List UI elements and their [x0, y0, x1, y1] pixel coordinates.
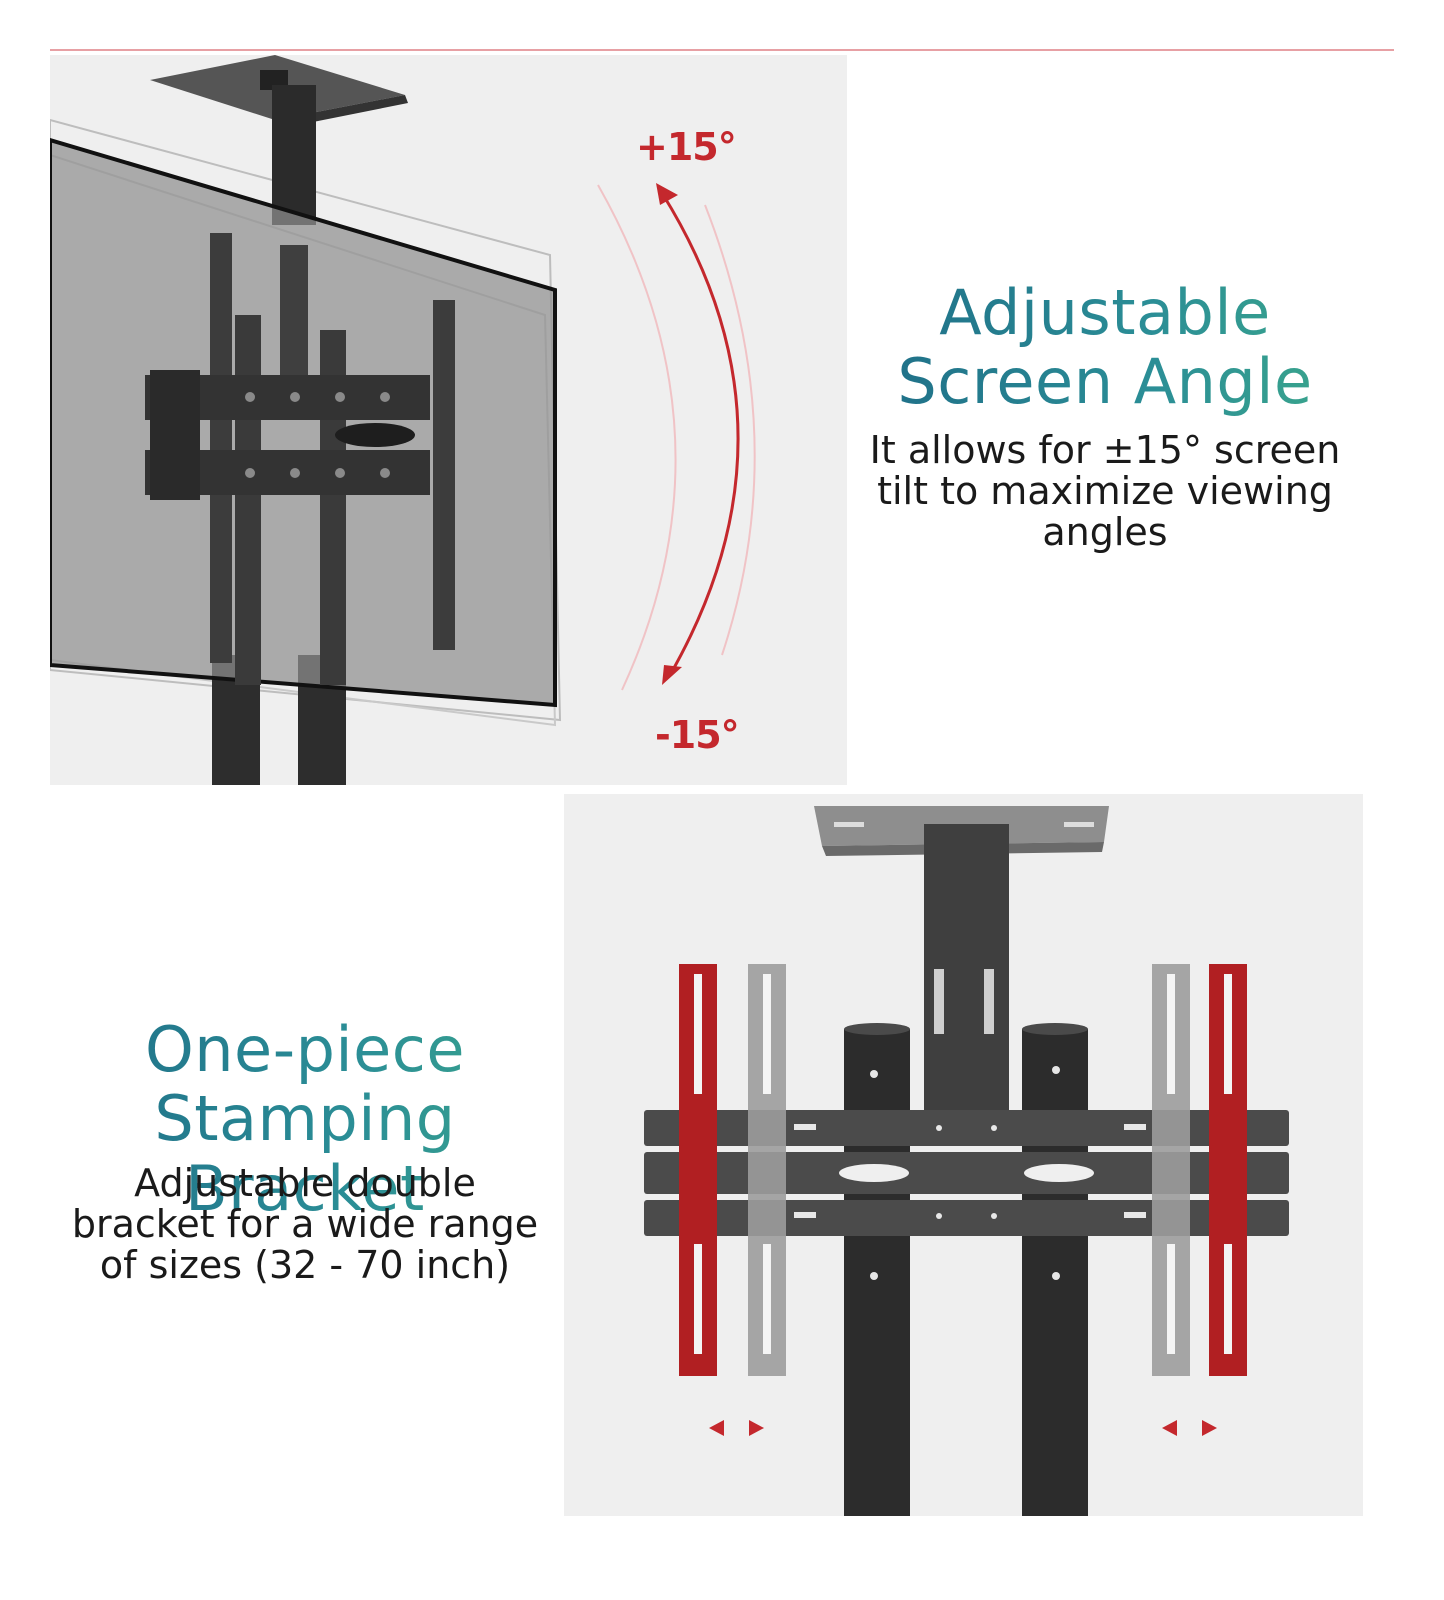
- faint-arc-right: [704, 204, 756, 656]
- bracket-lower-bar: [644, 1200, 1289, 1236]
- bracket-drawing: [644, 806, 1289, 1516]
- tilt-arc: [660, 192, 740, 676]
- left-arm: [210, 233, 232, 663]
- desc-line-2: tilt to maximize viewing: [877, 469, 1333, 514]
- tilt-down-label: -15°: [655, 713, 740, 757]
- tilt-arrow-down-icon: [662, 665, 682, 685]
- desc-line-1: It allows for ±15° screen: [869, 428, 1341, 472]
- desc-line-3: angles: [1042, 510, 1168, 555]
- top-divider-line: [50, 49, 1394, 51]
- heading-line-2: Screen Angle: [897, 345, 1313, 419]
- heading-line-1: One-piece: [144, 1013, 466, 1086]
- desc-line-2: bracket for a wide range: [71, 1202, 539, 1247]
- adjustable-angle-description: It allows for ±15° screen tilt to maximi…: [855, 428, 1355, 555]
- bracket-upper-bar: [644, 1110, 1289, 1146]
- ghost-screen-up: [50, 118, 562, 722]
- tilt-illustration-panel: [50, 55, 847, 785]
- bracket-hinge: [150, 370, 200, 500]
- tilt-up-label: +15°: [636, 125, 737, 169]
- heading-line-1: Adjustable: [939, 276, 1271, 349]
- tv-tilt-drawing: [50, 55, 756, 785]
- left-pole: [844, 1029, 910, 1516]
- screw-holes: [245, 392, 390, 478]
- bracket-middle-bar: [644, 1152, 1289, 1194]
- right-arrow-out-icon: [1202, 1420, 1217, 1436]
- tilt-arrow-up-icon: [656, 183, 678, 205]
- right-arm: [433, 300, 455, 650]
- center-column-top: [272, 85, 316, 225]
- adjustable-angle-heading: Adjustable Screen Angle: [870, 278, 1340, 417]
- tv-screen: [50, 137, 557, 708]
- desc-line-3: of sizes (32 - 70 inch): [99, 1243, 511, 1288]
- bracket-holes: [794, 1124, 1146, 1219]
- left-arrow-out-icon: [749, 1420, 764, 1436]
- desc-line-1: Adjustable double: [134, 1161, 476, 1205]
- stamping-bracket-description: Adjustable double bracket for a wide ran…: [55, 1161, 555, 1288]
- bracket-illustration-panel: [564, 794, 1363, 1516]
- left-arrow-in-icon: [709, 1420, 724, 1436]
- faint-arc-left: [597, 184, 677, 691]
- right-arrow-in-icon: [1162, 1420, 1177, 1436]
